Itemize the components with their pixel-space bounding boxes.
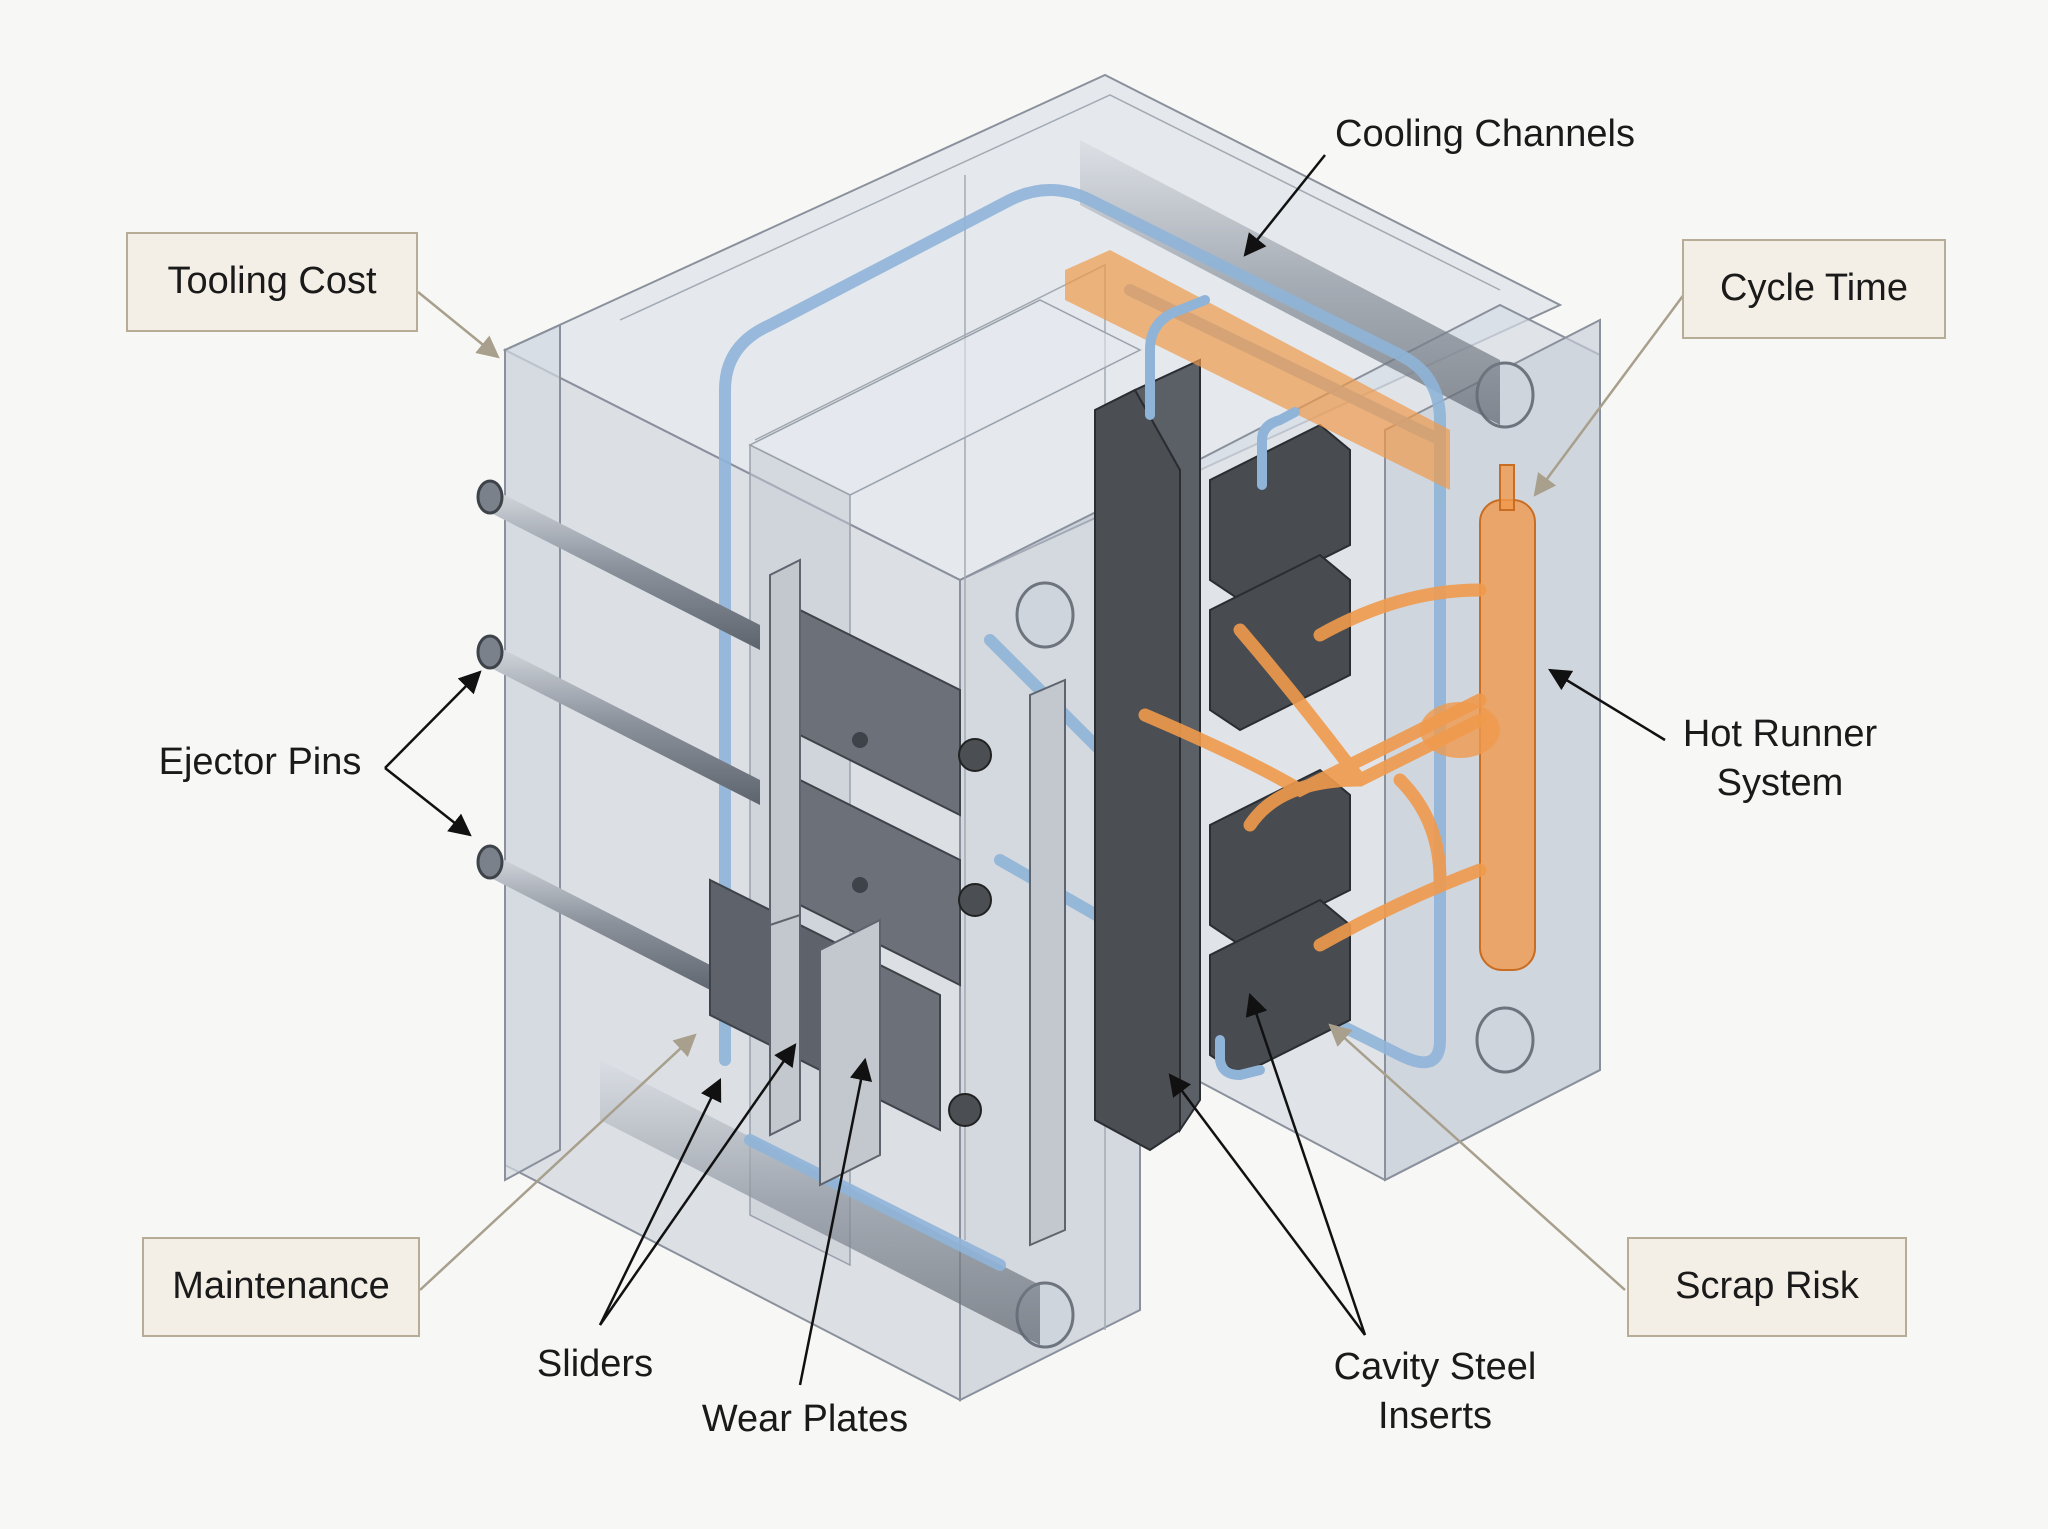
ejector-pin-head-top	[476, 479, 504, 515]
leader-tooling-cost	[417, 291, 500, 359]
leader-wear-plates	[798, 1057, 873, 1386]
leader-sliders-b	[598, 1043, 797, 1326]
ejector-pin-head-bottom	[476, 844, 504, 880]
label-maintenance: Maintenance	[142, 1237, 420, 1337]
label-ejector-pins: Ejector Pins	[158, 741, 362, 783]
ejector-pin-rods	[476, 479, 760, 995]
label-scrap-risk: Scrap Risk	[1627, 1237, 1907, 1337]
leader-scrap-risk	[1328, 1023, 1626, 1291]
leader-lines	[384, 154, 1687, 1386]
leader-cooling-channels	[1243, 154, 1326, 257]
label-cavity-steel-inserts: Cavity Steel Inserts	[1333, 1346, 1537, 1438]
leader-sliders-a	[598, 1077, 722, 1326]
leader-cavity-inserts-b	[1245, 992, 1367, 1336]
wear-plates	[769, 558, 1066, 1247]
label-wear-plates: Wear Plates	[701, 1398, 909, 1440]
leader-cavity-inserts-a	[1168, 1073, 1366, 1336]
label-hot-runner-system: Hot Runner System	[1682, 713, 1878, 805]
label-sliders: Sliders	[536, 1343, 654, 1385]
hot-runner-system	[1065, 250, 1536, 1081]
leader-ejector-pins-lower	[384, 767, 472, 837]
ejector-pin-head-middle	[476, 634, 504, 670]
label-cycle-time: Cycle Time	[1682, 239, 1946, 339]
leader-hot-runner	[1548, 668, 1666, 742]
label-tooling-cost: Tooling Cost	[126, 232, 418, 332]
label-cooling-channels: Cooling Channels	[1335, 113, 1635, 155]
leader-cycle-time	[1533, 292, 1687, 497]
leader-ejector-pins-upper	[384, 670, 482, 769]
leader-maintenance	[419, 1033, 697, 1291]
